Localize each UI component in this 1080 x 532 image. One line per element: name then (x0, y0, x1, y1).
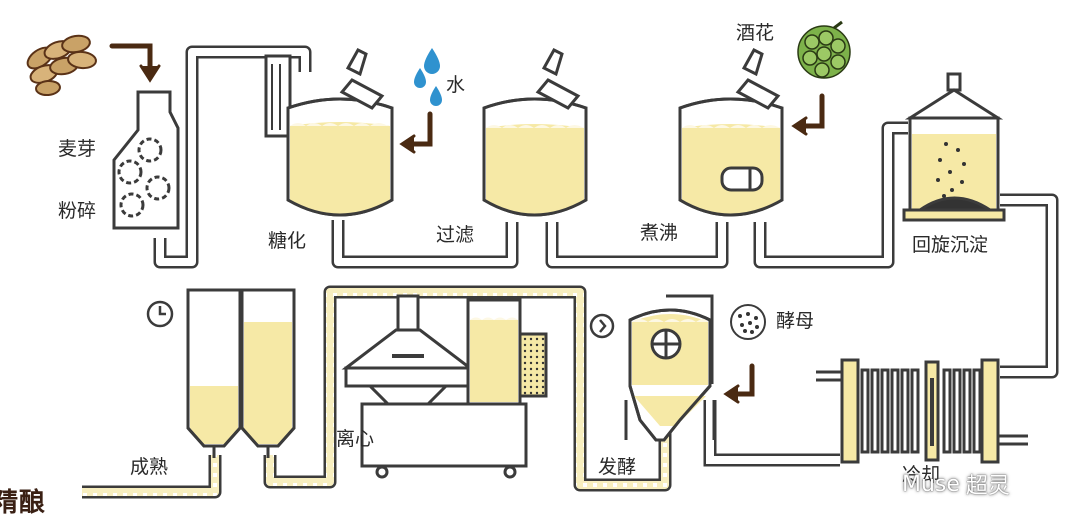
heat-exchanger (816, 358, 1028, 464)
fermenter (624, 294, 716, 442)
boil-kettle (678, 48, 784, 217)
watermark-suffix: 超灵 (965, 474, 1010, 499)
label-cooling: 冷却 (902, 464, 941, 486)
clock-icon-fermenter (589, 313, 615, 339)
arrow-into-mill-icon (109, 43, 161, 83)
label-water: 水 (446, 74, 466, 96)
pipes-upper (153, 45, 1059, 379)
mill-machine (112, 90, 180, 230)
water-drops-icon (414, 48, 442, 106)
label-yeast: 酵母 (776, 310, 815, 332)
maturation-silos (186, 288, 296, 458)
label-maturation: 成熟 (130, 456, 169, 478)
arrow-into-kettle-icon (791, 93, 825, 136)
label-centrifuge: 离心 (336, 428, 375, 450)
malt-grain-icon (26, 34, 97, 97)
arrow-into-mash-icon (399, 111, 433, 154)
label-malt: 麦芽 (58, 138, 97, 160)
pipes-lower (82, 285, 840, 499)
label-whirlpool: 回旋沉淀 (912, 234, 989, 256)
watermark-name: Muse (902, 471, 960, 497)
brand-partial-text: 精酿 (0, 488, 47, 518)
yeast-icon (730, 304, 766, 340)
centrifuge (341, 294, 548, 479)
label-lautering: 过滤 (436, 224, 475, 246)
label-fermentation: 发酵 (598, 456, 637, 478)
label-milling: 粉碎 (58, 200, 97, 222)
arrow-into-fermenter-icon (723, 363, 755, 404)
watermark: Muse 超灵 (862, 468, 1010, 500)
hops-cone-icon (797, 20, 851, 79)
label-hops: 酒花 (736, 22, 775, 44)
label-boiling: 煮沸 (640, 222, 679, 244)
whirlpool-tank (902, 72, 1006, 222)
label-mashing: 糖化 (268, 230, 307, 252)
mash-tun (264, 48, 394, 217)
clock-icon-maturation (146, 300, 174, 328)
wechat-icon (862, 471, 896, 496)
lauter-tun (482, 48, 588, 217)
